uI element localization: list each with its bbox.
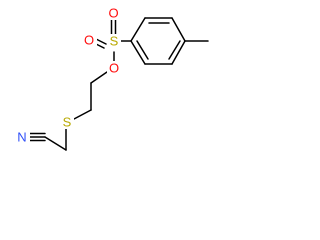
ring-bond-4	[171, 40, 186, 65]
atom-thioether-s: S	[63, 115, 72, 130]
atom-o-top: O	[108, 6, 118, 21]
ring-bond-3	[171, 17, 186, 42]
atom-o-left: O	[84, 33, 94, 48]
bond-ester-o-ch2	[90, 71, 108, 84]
bond-ch2-nitrile-c	[44, 136, 67, 151]
atom-ester-o: O	[109, 61, 119, 76]
atom-labels: O O S O S N	[15, 6, 122, 145]
ring-bond-6	[130, 40, 146, 65]
ring-inner-bond-3	[136, 40, 149, 60]
ring-inner-bond-2	[168, 40, 181, 60]
ring-bond-1	[130, 17, 146, 42]
atom-sulfonyl-s: S	[110, 34, 119, 49]
bonds	[28, 17, 209, 151]
molecule-structure: O O S O S N	[15, 5, 209, 151]
atom-nitrile-n: N	[17, 130, 26, 145]
bond-ch2-thioether	[73, 109, 92, 120]
